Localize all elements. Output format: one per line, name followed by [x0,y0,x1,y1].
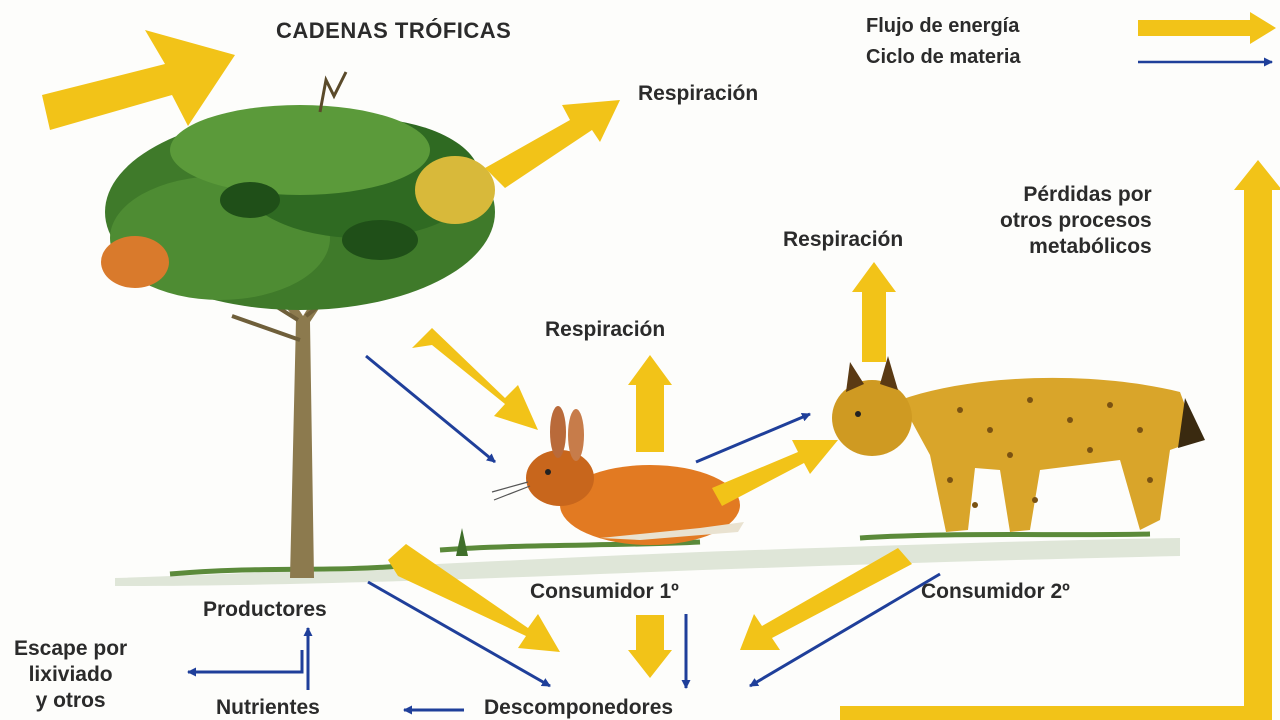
matter-cycle-arrows [187,354,941,715]
leaching-line2: lixiviado [28,663,113,686]
energy-arrow-primary-to-decomposers [628,615,672,678]
metabolic-losses-line2: otros procesos [1000,209,1152,232]
energy-arrow-producers-to-decomposers [388,544,560,652]
respiration-producers-label: Respiración [638,82,759,105]
metabolic-losses-line3: metabólicos [1029,235,1152,258]
leaching-label: Escape por lixiviado y otros [14,636,127,714]
ground [115,528,1180,586]
energy-arrow-rabbit-to-lynx [712,440,838,506]
energy-arrow-rabbit-respiration [628,355,672,452]
respiration-secondary-label: Respiración [783,228,904,251]
respiration-primary-label: Respiración [545,318,666,341]
secondary-consumer-label: Consumidor 2º [921,580,1070,603]
leaching-line3: y otros [35,689,106,712]
matter-arrow-producers-to-decomposers [367,580,551,688]
lynx-icon [832,356,1205,532]
metabolic-losses-label: Pérdidas por otros procesos metabólicos [1000,182,1152,260]
matter-arrow-rabbit-to-lynx [695,412,811,464]
matter-arrow-secondary-to-decomposers [749,572,941,688]
sun-rays-icon [42,30,235,130]
leaching-line1: Escape por [14,637,128,660]
decomposers-label: Descomponedores [484,696,674,719]
matter-arrow-nutrients-to-leaching [187,650,304,677]
diagram-title: CADENAS TRÓFICAS [276,18,512,43]
rabbit-icon [491,406,744,545]
energy-arrow-secondary-to-decomposers [740,548,912,650]
legend-energy-label: Flujo de energía [866,15,1020,37]
nutrients-label: Nutrientes [216,696,320,719]
primary-consumer-label: Consumidor 1º [530,580,679,603]
producers-label: Productores [203,598,327,621]
matter-arrow-tree-to-rabbit [365,354,496,464]
legend-matter-label: Ciclo de materia [866,46,1021,68]
energy-arrow-tree-to-rabbit [412,328,538,430]
energy-arrow-tree-respiration [485,100,620,188]
metabolic-losses-line1: Pérdidas por [1023,183,1152,206]
energy-flow-arrows [388,100,1280,720]
energy-arrow-lynx-respiration [852,262,896,362]
legend [1138,12,1276,67]
tree-icon [101,71,495,578]
legend-energy-arrow-icon [1138,12,1276,44]
